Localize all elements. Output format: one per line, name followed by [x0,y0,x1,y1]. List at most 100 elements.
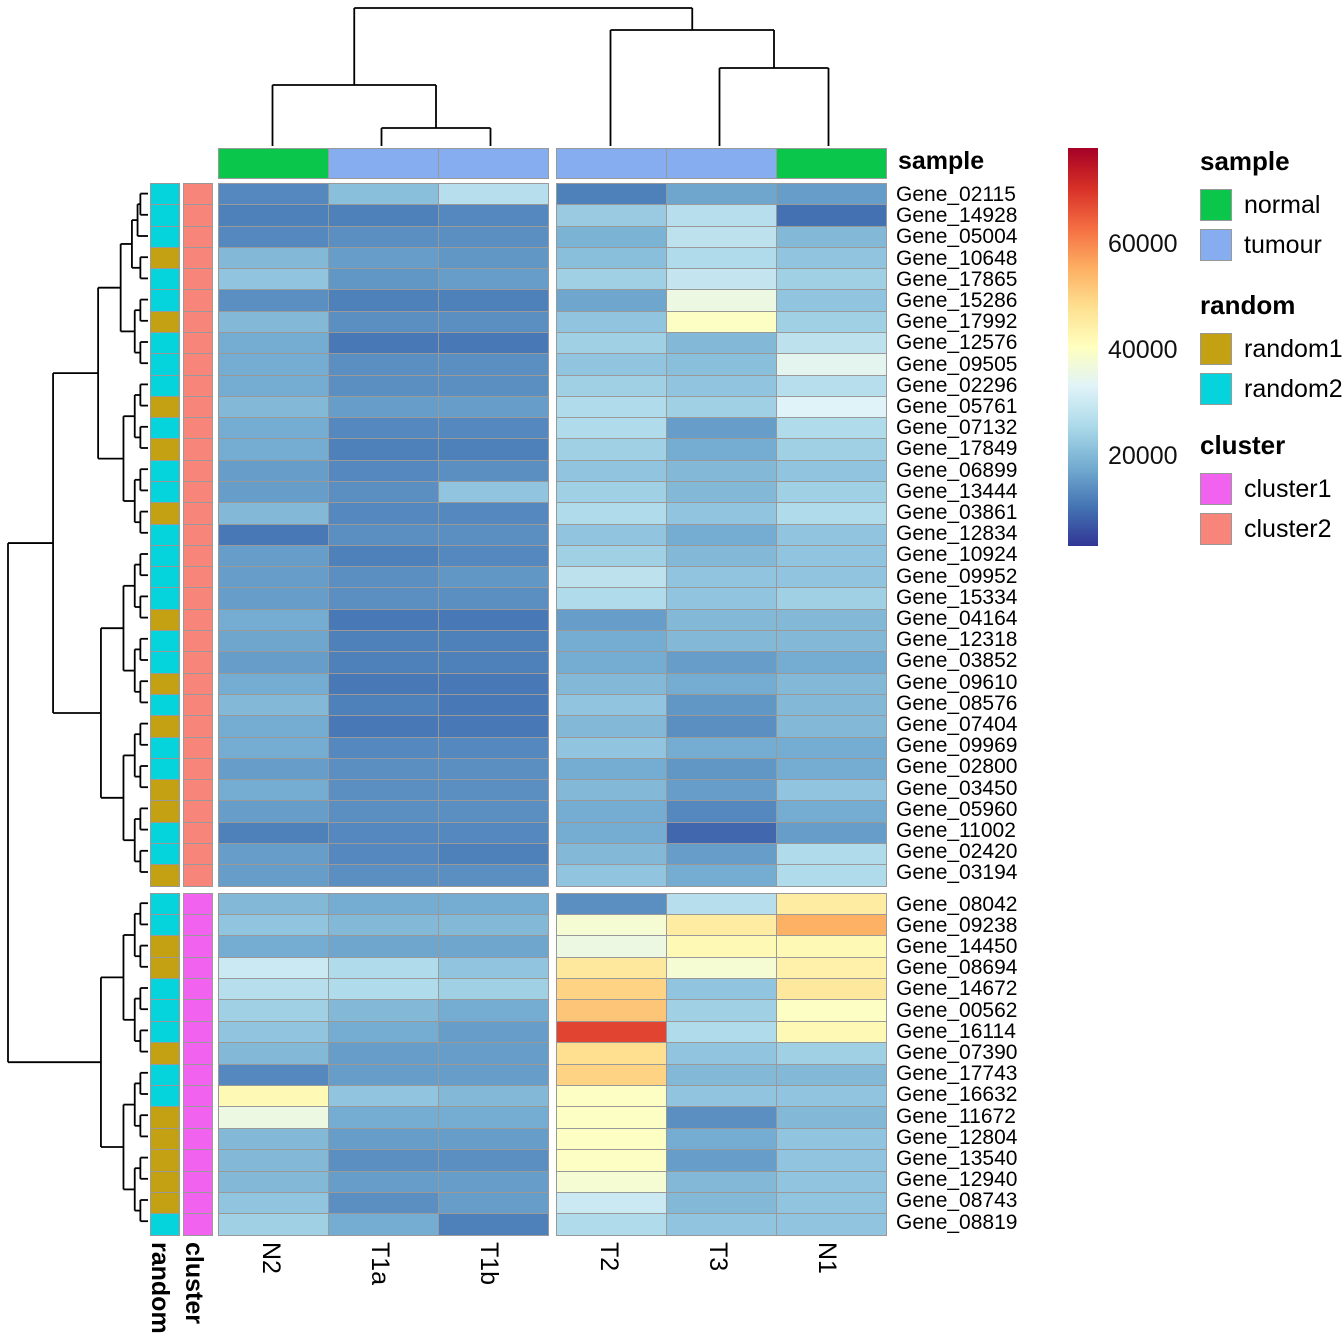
heatmap-cell [557,269,666,290]
random-annotation-cell [151,1000,179,1021]
cluster-annotation-cell [184,1128,212,1150]
heatmap-cell [329,1000,438,1021]
heatmap-cell [439,609,548,631]
heatmap-cell [667,957,776,979]
cluster-annotation-cell [184,311,212,332]
heatmap-cell [439,694,548,716]
heatmap-cell [667,1171,776,1192]
gene-label: Gene_12940 [896,1168,1018,1192]
heatmap-cell [777,694,886,716]
heatmap-cell [557,1043,666,1064]
heatmap-cell [667,205,776,226]
heatmap-cell [667,1086,776,1107]
gene-label: Gene_06899 [896,458,1018,482]
random-annotation-cell [151,914,179,936]
cluster-annotation-cell [184,290,212,311]
heatmap-cell [557,865,666,886]
random-annotation-cell [151,844,179,865]
cluster-annotation-cell [184,545,212,567]
cluster-annotation-cell [184,269,212,290]
heatmap-cell [439,588,548,609]
heatmap-cell [219,290,328,311]
heatmap-cell [219,1128,328,1150]
random-annotation-cell [151,801,179,822]
random-annotation-cell [151,1021,179,1043]
heatmap-cell [329,524,438,545]
cluster-annotation-cell [184,396,212,418]
column-label: T2 [594,1242,623,1272]
heatmap-cell [439,524,548,545]
heatmap-cell [777,1214,886,1235]
heatmap-cell [667,979,776,1000]
colorbar-tick-label: 40000 [1108,335,1178,364]
heatmap-cell [329,290,438,311]
random-annotation-cell [151,290,179,311]
cluster-annotation-cell [184,631,212,652]
cluster-annotation-cell [184,936,212,957]
heatmap-cell [557,460,666,481]
random-annotation-cell [151,609,179,631]
heatmap-cell [557,184,666,205]
heatmap-cell [439,1171,548,1192]
cluster-annotation-cell [184,865,212,886]
heatmap-cell [219,979,328,1000]
heatmap-cell [439,1193,548,1214]
heatmap-cell [557,673,666,694]
heatmap-cell [329,737,438,758]
heatmap-cell [219,936,328,957]
heatmap-cell [667,1214,776,1235]
heatmap-cell [329,1171,438,1192]
heatmap-cell [667,1193,776,1214]
random-annotation-cell [151,567,179,588]
heatmap-cell [329,1193,438,1214]
heatmap-cell [777,545,886,567]
heatmap-cell [777,609,886,631]
random-annotation-cell [151,979,179,1000]
heatmap-cell [219,1214,328,1235]
cluster-annotation-cell [184,226,212,247]
gene-label: Gene_09969 [896,734,1018,758]
heatmap-cell [777,865,886,886]
legend-item-label: normal [1244,190,1321,219]
heatmap-cell [329,1064,438,1086]
gene-label: Gene_15334 [896,585,1018,609]
heatmap-cell [439,1021,548,1043]
gene-label: Gene_07390 [896,1041,1018,1064]
random-annotation-cell [151,524,179,545]
heatmap-cell [557,1107,666,1128]
heatmap-cell [667,936,776,957]
heatmap-cell [219,418,328,439]
heatmap-cell [219,545,328,567]
heatmap-cell [219,1000,328,1021]
heatmap-cell [777,226,886,247]
cluster-annotation-title: cluster [180,1242,208,1324]
gene-label: Gene_14928 [896,204,1018,228]
gene-label: Gene_08743 [896,1189,1018,1213]
heatmap-cell [439,914,548,936]
heatmap-cell [219,1193,328,1214]
heatmap-block [556,892,887,1236]
cluster-annotation-cell [184,979,212,1000]
heatmap-cell [777,737,886,758]
heatmap-cell [667,631,776,652]
heatmap-cell [777,311,886,332]
random-annotation-cell [151,865,179,886]
random-annotation-cell [151,631,179,652]
cluster-annotation-cell [184,332,212,354]
heatmap-cell [439,936,548,957]
heatmap-cell [219,914,328,936]
cluster-annotation-cell [184,716,212,737]
random-annotation-cell [151,226,179,247]
heatmap-cell [777,893,886,914]
gene-label: Gene_13540 [896,1147,1018,1170]
column-label: N2 [256,1242,285,1274]
heatmap-cell [219,1107,328,1128]
cluster-annotation-cell [184,780,212,801]
heatmap-cell [667,914,776,936]
cluster-annotation-cell [184,1000,212,1021]
random-annotation-cell [151,1193,179,1214]
heatmap-cell [777,673,886,694]
heatmap-cell [557,609,666,631]
heatmap-cell [777,1000,886,1021]
